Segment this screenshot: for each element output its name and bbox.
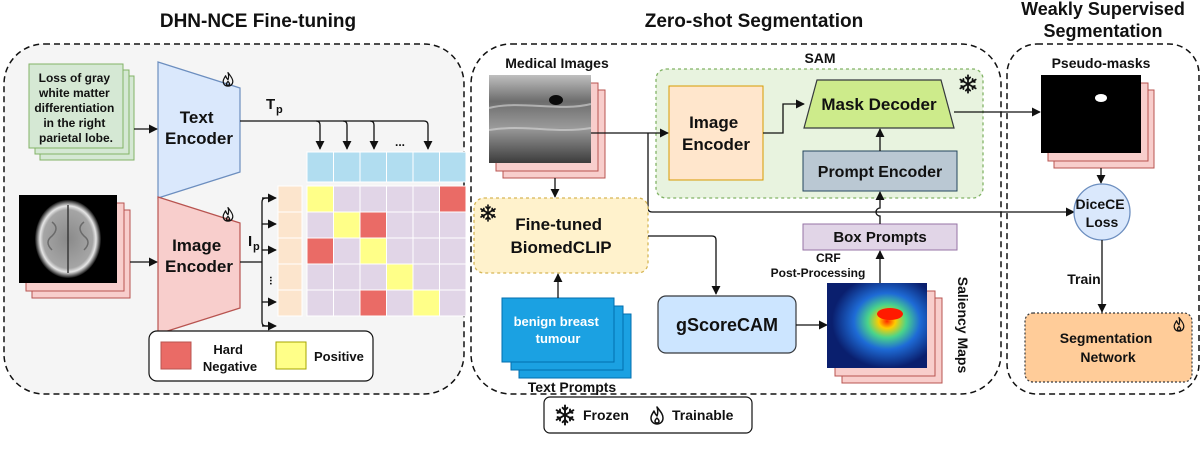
- matrix-cell: [412, 237, 440, 265]
- tp-label: T: [266, 96, 275, 113]
- svg-text:Hard Negative: Hard Negative: [203, 342, 257, 374]
- ip-label: I: [248, 233, 252, 250]
- positive-cell: [359, 237, 387, 265]
- svg-text:...: ...: [395, 135, 405, 149]
- image-embedding-cell: [277, 263, 303, 291]
- matrix-cell: [439, 263, 467, 291]
- saliency-maps-label: Saliency Maps: [955, 277, 971, 374]
- ws-title-line1: Weakly Supervised: [1021, 0, 1185, 19]
- matrix-cell: [386, 211, 414, 239]
- segmentation-network: [1024, 312, 1193, 383]
- matrix-cell: [359, 263, 387, 291]
- positive-cell: [412, 289, 440, 317]
- matrix-cell: [386, 185, 414, 213]
- text-card-stack: [28, 63, 135, 161]
- matrix-cell: [386, 289, 414, 317]
- sam-image-encoder: [668, 85, 764, 181]
- positive-swatch: [275, 341, 307, 370]
- prompt-encoder: [802, 150, 958, 192]
- mask-decoder: [803, 79, 955, 129]
- hard-negative-swatch: [160, 341, 192, 370]
- zs-title: Zero-shot Segmentation: [645, 11, 864, 32]
- text-prompt-card: benign breast tumour: [514, 314, 603, 346]
- svg-text:gScoreCAM: gScoreCAM: [676, 315, 778, 335]
- hard-negative-cell: [359, 289, 387, 317]
- matrix-cell: [306, 211, 334, 239]
- image-embedding-cell: [277, 237, 303, 265]
- positive-cell: [306, 185, 334, 213]
- matrix-cell: [412, 211, 440, 239]
- hard-negative-cell: [439, 185, 467, 213]
- ip-arrows: [262, 193, 277, 331]
- image-embedding-cell: [277, 185, 303, 213]
- matrix-cell: [412, 185, 440, 213]
- matrix-legend: [148, 330, 374, 382]
- matrix-cell: [306, 289, 334, 317]
- hard-negative-cell: [359, 211, 387, 239]
- text-encoder: [157, 61, 241, 199]
- icon-legend: [543, 396, 753, 434]
- dhn-title: DHN-NCE Fine-tuning: [160, 11, 356, 32]
- ws-title-line2: Segmentation: [1043, 21, 1162, 41]
- text-embedding-cell: [386, 151, 414, 183]
- image-embedding-cell: [277, 289, 303, 317]
- text-card: Loss of gray white matter differentiatio…: [34, 71, 117, 145]
- matrix-cell: [412, 263, 440, 291]
- dice-loss-node: [1073, 183, 1131, 241]
- biomedclip-box: [473, 197, 649, 274]
- text-embedding-cell: [412, 151, 440, 183]
- svg-text:p: p: [276, 104, 283, 116]
- sam-label: SAM: [804, 50, 835, 66]
- image-embedding-cell: [277, 211, 303, 239]
- svg-text:Image Encoder: Image Encoder: [165, 236, 233, 276]
- pseudo-masks-label: Pseudo-masks: [1052, 55, 1151, 71]
- matrix-cell: [333, 237, 361, 265]
- hard-negative-cell: [306, 237, 334, 265]
- saliency-map-stack: [827, 283, 943, 384]
- pseudo-mask-stack: [1041, 75, 1155, 169]
- positive-cell: [333, 211, 361, 239]
- matrix-cell: [439, 289, 467, 317]
- matrix-cell: [333, 289, 361, 317]
- image-encoder: [157, 196, 241, 335]
- medical-images-label: Medical Images: [505, 55, 609, 71]
- svg-text:Mask Decoder: Mask Decoder: [821, 95, 937, 114]
- matrix-cell: [359, 185, 387, 213]
- text-embedding-cell: [333, 151, 361, 183]
- ct-image-stack: [19, 195, 131, 299]
- svg-text:p: p: [253, 241, 260, 253]
- similarity-matrix: [277, 151, 467, 317]
- svg-text:...: ...: [267, 276, 279, 285]
- svg-text:Segmentation Network: Segmentation Network: [1060, 330, 1156, 365]
- text-embedding-cell: [359, 151, 387, 183]
- svg-text:Fine-tuned BiomedCLIP: Fine-tuned BiomedCLIP: [510, 215, 611, 257]
- svg-text:Positive: Positive: [314, 349, 364, 364]
- matrix-cell: [333, 263, 361, 291]
- svg-text:Image Encoder: Image Encoder: [682, 113, 750, 154]
- svg-text:Text Prompts: Text Prompts: [528, 379, 617, 395]
- matrix-cell: [439, 237, 467, 265]
- train-label: Train: [1067, 271, 1100, 287]
- matrix-cell: [333, 185, 361, 213]
- matrix-cell: [306, 263, 334, 291]
- text-prompt-stack: [501, 297, 632, 379]
- svg-text:DiceCE Loss: DiceCE Loss: [1076, 196, 1129, 230]
- matrix-cell: [386, 237, 414, 265]
- text-embedding-cell: [306, 151, 334, 183]
- svg-text:Prompt Encoder: Prompt Encoder: [818, 164, 942, 181]
- box-prompts: [802, 223, 958, 251]
- frozen-label: Frozen: [583, 407, 629, 423]
- svg-text:CRF Post-Processing: CRF Post-Processing: [771, 251, 866, 280]
- medical-image-stack: [488, 75, 606, 179]
- positive-cell: [386, 263, 414, 291]
- trainable-label: Trainable: [672, 407, 734, 423]
- matrix-cell: [439, 211, 467, 239]
- svg-text:Box Prompts: Box Prompts: [833, 229, 926, 246]
- svg-text:Text Encoder: Text Encoder: [165, 108, 233, 148]
- text-embedding-cell: [439, 151, 467, 183]
